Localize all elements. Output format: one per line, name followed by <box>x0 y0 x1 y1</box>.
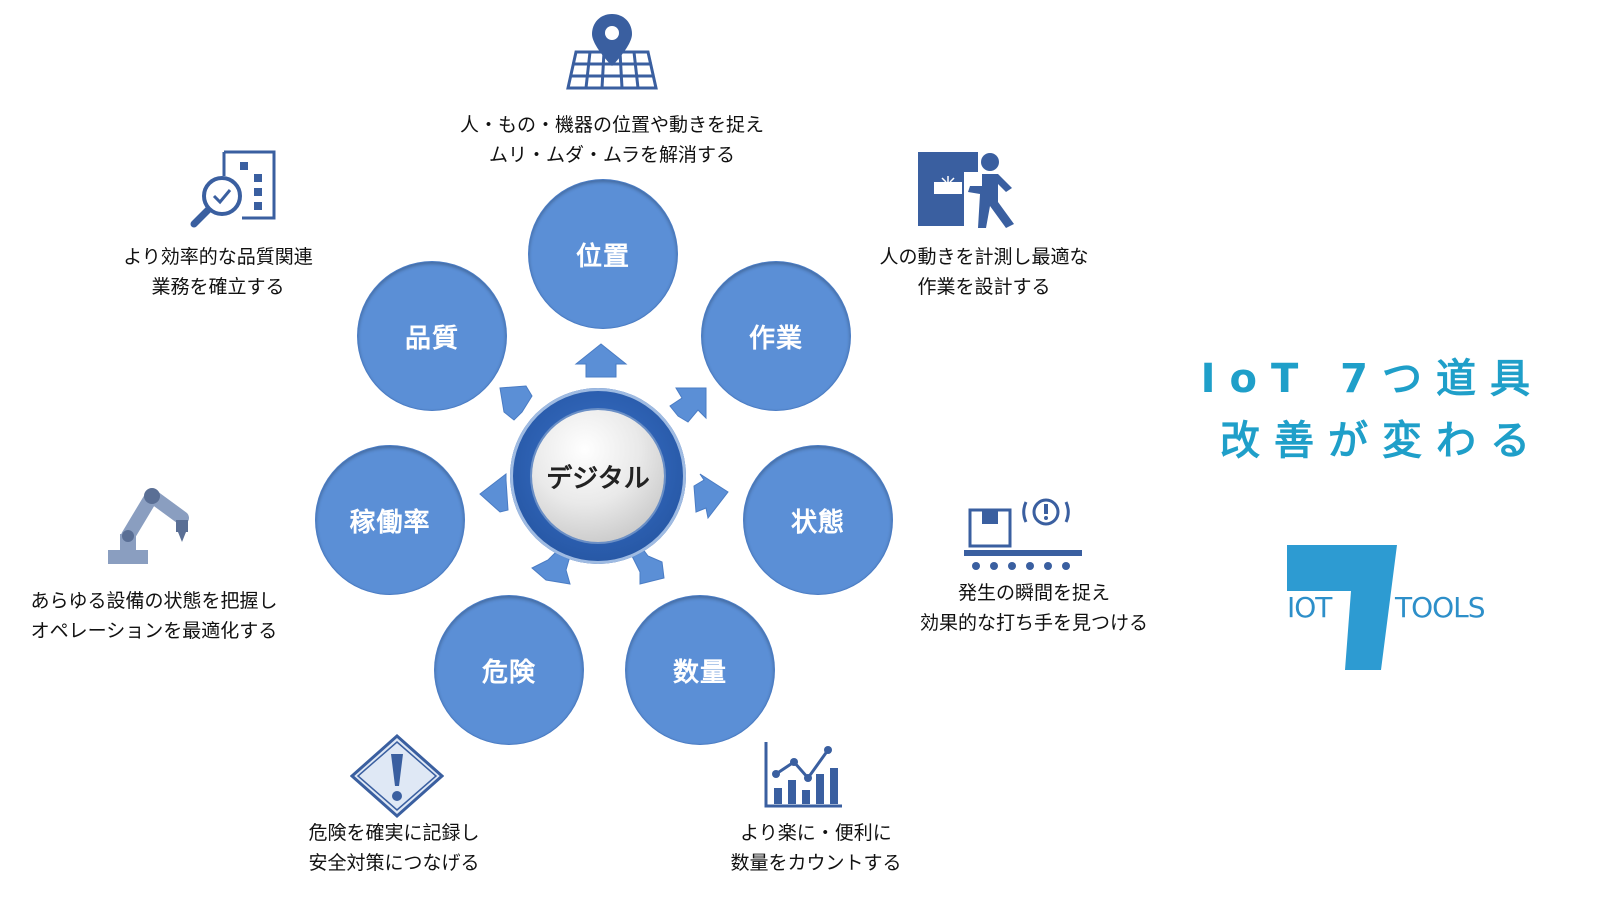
quality-inspection-icon <box>190 150 276 228</box>
caption-quantity-line2: 数量をカウントする <box>730 852 902 874</box>
hub-inner: デジタル <box>532 410 664 542</box>
caption-danger-line1: 危険を確実に記録し <box>308 822 480 844</box>
arrow-left <box>479 472 509 513</box>
node-danger-label: 危険 <box>481 657 536 688</box>
hub-digital: デジタル <box>510 388 686 564</box>
caption-utilization-line2: オペレーションを最適化する <box>30 620 278 642</box>
caption-position-line1: 人・もの・機器の位置や動きを捉え <box>459 114 765 136</box>
caption-state-line2: 効果的な打ち手を見つける <box>919 612 1149 634</box>
caption-work-line1: 人の動きを計測し最適な <box>879 246 1089 268</box>
node-utilization-label: 稼働率 <box>349 507 431 538</box>
arrow-up-left <box>499 385 533 421</box>
caption-quantity: より楽に・便利に 数量をカウントする <box>730 818 901 878</box>
caption-quantity-line1: より楽に・便利に <box>740 822 892 844</box>
node-position: 位置 <box>529 180 677 328</box>
node-quantity-label: 数量 <box>672 657 727 688</box>
caption-work: 人の動きを計測し最適な 作業を設計する <box>879 242 1088 302</box>
bar-chart-icon <box>764 742 842 808</box>
node-work-label: 作業 <box>748 323 803 354</box>
worker-machine-icon <box>918 152 1014 228</box>
caption-utilization-line1: あらゆる設備の状態を把握し <box>30 590 278 612</box>
caption-state: 発生の瞬間を捉え 効果的な打ち手を見つける <box>920 578 1148 638</box>
node-state: 状態 <box>744 446 892 594</box>
node-quality-label: 品質 <box>404 323 459 354</box>
arrow-up-right <box>669 387 707 423</box>
node-quality: 品質 <box>358 262 506 410</box>
conveyor-alert-icon <box>964 498 1082 570</box>
arrow-right <box>693 473 729 520</box>
caption-state-line1: 発生の瞬間を捉え <box>957 582 1111 604</box>
caption-danger-line2: 安全対策につなげる <box>308 852 480 874</box>
logo-seven-shape <box>1287 545 1397 670</box>
node-state-label: 状態 <box>790 507 845 538</box>
iot-tools-logo: IOT TOOLS <box>1287 545 1513 670</box>
hub-label: デジタル <box>546 463 650 494</box>
title-line1: IoT 7つ道具 <box>1200 356 1544 402</box>
map-pin-icon <box>566 14 658 90</box>
robot-arm-icon <box>108 488 189 564</box>
node-quantity: 数量 <box>626 596 774 744</box>
node-utilization: 稼働率 <box>316 446 464 594</box>
caption-work-line2: 作業を設計する <box>917 276 1051 298</box>
arrow-up <box>574 343 628 378</box>
caption-quality-line1: より効率的な品質関連 <box>123 246 313 268</box>
caption-danger: 危険を確実に記録し 安全対策につなげる <box>308 818 479 878</box>
caption-position-line2: ムリ・ムダ・ムラを解消する <box>488 144 736 166</box>
logo-text-right: TOOLS <box>1395 591 1486 624</box>
caption-position: 人・もの・機器の位置や動きを捉え ムリ・ムダ・ムラを解消する <box>460 110 764 170</box>
node-danger: 危険 <box>435 596 583 744</box>
node-position-label: 位置 <box>575 241 630 272</box>
caption-quality: より効率的な品質関連 業務を確立する <box>123 242 313 302</box>
caption-utilization: あらゆる設備の状態を把握し オペレーションを最適化する <box>30 586 277 646</box>
caption-quality-line2: 業務を確立する <box>151 276 285 298</box>
logo-text-left: IOT <box>1287 591 1332 624</box>
title-line2: 改善が変わる <box>1220 418 1544 464</box>
warning-icon <box>350 734 444 818</box>
node-work: 作業 <box>702 262 850 410</box>
